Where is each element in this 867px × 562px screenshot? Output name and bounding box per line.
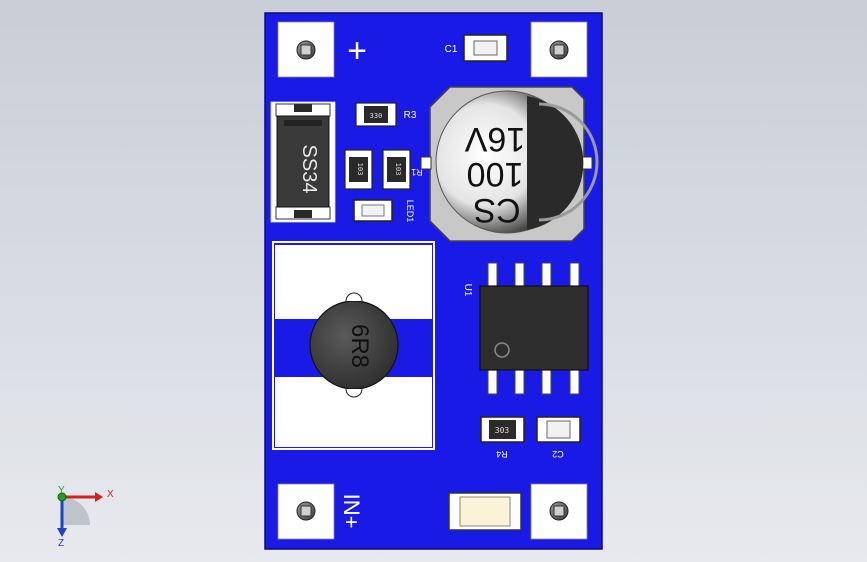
capacitor-label-brand: CS	[473, 191, 520, 229]
mounting-pad-top-left[interactable]	[277, 21, 335, 78]
mounting-pad-bottom-right[interactable]	[530, 483, 588, 540]
silk-r1: R1	[411, 167, 423, 177]
ic-u1-pin1-dot	[494, 342, 510, 358]
inductor-6r8[interactable]: 6R8	[272, 241, 435, 450]
resistor-small-b-code: 103	[394, 163, 402, 176]
inductor-label: 6R8	[346, 324, 373, 368]
resistor-small-a-code: 103	[356, 163, 364, 176]
silk-c1: C1	[445, 44, 458, 55]
resistor-r3[interactable]: 330	[355, 102, 397, 127]
diode-ss34[interactable]: SS34	[270, 101, 336, 223]
mounting-pad-top-right[interactable]	[530, 21, 588, 78]
diode-label: SS34	[298, 145, 320, 194]
capacitor-label-voltage: 16V	[464, 120, 525, 158]
silk-c2: C2	[552, 449, 564, 459]
silk-led1: LED1	[405, 200, 415, 223]
resistor-r4[interactable]: 303	[480, 416, 525, 443]
capacitor-label-value: 100	[467, 155, 524, 193]
capacitor-c1[interactable]	[463, 34, 508, 62]
ic-u1[interactable]	[479, 262, 589, 395]
led-1[interactable]	[353, 199, 393, 222]
axis-y-label: Y	[58, 485, 65, 496]
resistor-r3-code: 330	[370, 112, 383, 120]
mounting-pad-bottom-left[interactable]	[277, 483, 335, 540]
silk-u1: U1	[462, 284, 473, 297]
axis-x-label: X	[107, 489, 114, 500]
axis-triad: X Y Z	[57, 485, 114, 549]
capacitor-c2[interactable]	[536, 416, 581, 443]
electrolytic-capacitor[interactable]: 16V 100 CS	[420, 86, 599, 242]
silk-in-plus: IN+	[339, 494, 364, 529]
resistor-r4-code: 303	[495, 426, 510, 435]
resistor-small-b[interactable]: 103	[382, 149, 411, 190]
silk-r3: R3	[404, 110, 417, 121]
silk-r4: R4	[496, 449, 508, 459]
bottom-component[interactable]	[448, 492, 522, 531]
axis-z-label: Z	[58, 538, 64, 549]
silk-plus-top: +	[347, 32, 367, 70]
resistor-small-a[interactable]: 103	[344, 149, 373, 190]
